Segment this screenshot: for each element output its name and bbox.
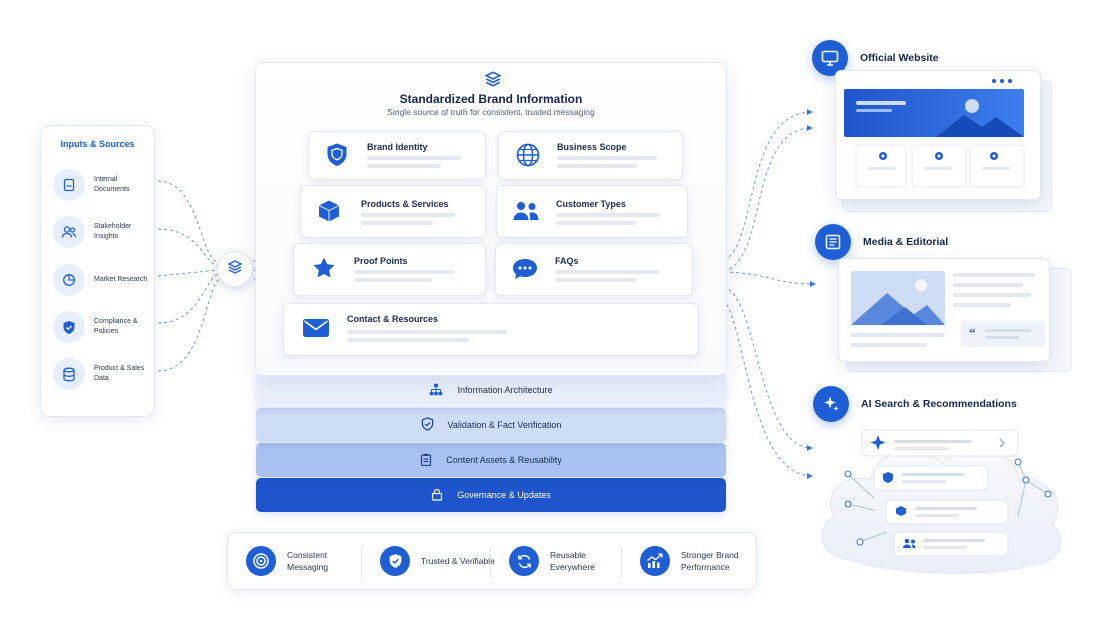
benefit-trusted-verifiable: Trusted & Verifiable	[380, 546, 496, 576]
benefits-bar: Consistent Messaging Trusted & Verifiabl…	[227, 532, 757, 590]
sparkle-icon	[813, 386, 849, 422]
tile-line	[556, 221, 636, 225]
lock-icon	[431, 488, 443, 503]
shield-check-icon	[421, 417, 434, 433]
tile-line	[361, 221, 433, 225]
database-icon	[53, 358, 85, 390]
input-item-market-research: Market Research	[53, 264, 154, 296]
tile-line	[557, 164, 637, 168]
tile-line	[555, 278, 637, 282]
divider	[490, 546, 491, 578]
input-item-internal-documents: Internal Documents	[53, 169, 154, 201]
layer-label: Content Assets & Reusability	[446, 455, 562, 465]
users-icon	[512, 200, 540, 227]
inputs-panel: Inputs & Sources Internal Documents Stak…	[40, 125, 155, 417]
layer-label: Information Architecture	[457, 385, 553, 395]
layer-label: Validation & Fact Verification	[447, 420, 562, 430]
input-label: Internal Documents	[94, 176, 130, 193]
tile-line	[347, 338, 469, 342]
benefit-consistent-messaging: Consistent Messaging	[246, 546, 362, 576]
layers-icon	[484, 70, 502, 93]
tile-business-scope: Business Scope	[498, 131, 683, 180]
tile-line	[347, 330, 507, 334]
users-icon	[53, 216, 85, 248]
input-label: Market Research	[94, 276, 148, 283]
layer-validation: Validation & Fact Verification	[256, 408, 726, 442]
tile-line	[354, 270, 454, 274]
mail-icon	[302, 318, 330, 343]
divider	[621, 546, 622, 578]
input-item-stakeholder-insights: Stakeholder Insights	[53, 216, 154, 248]
tile-title: Business Scope	[557, 142, 627, 152]
input-item-compliance-policies: Compliance & Policies	[53, 311, 154, 343]
output-label: Media & Editorial	[863, 236, 949, 248]
divider	[361, 546, 362, 578]
benefit-label: Reusable Everywhere	[550, 550, 595, 572]
hub-node	[217, 251, 253, 287]
input-label: Compliance & Policies	[94, 318, 138, 335]
shield-icon	[325, 142, 349, 173]
layers-icon	[227, 259, 243, 280]
tile-contact-resources: Contact & Resources	[283, 303, 699, 356]
layer-governance: Governance & Updates	[256, 478, 726, 512]
benefit-reusable-everywhere: Reusable Everywhere	[509, 546, 625, 576]
tile-proof-points: Proof Points	[293, 243, 486, 296]
star-icon	[312, 256, 336, 285]
tile-title: Proof Points	[354, 256, 408, 266]
layer-label: Governance & Updates	[457, 490, 551, 500]
globe-icon	[515, 142, 541, 173]
tile-line	[367, 164, 441, 168]
tile-line	[361, 213, 455, 217]
input-label: Product & Sales Data	[94, 365, 145, 382]
tile-line	[556, 213, 660, 217]
box-icon	[317, 199, 341, 228]
tile-line	[354, 278, 432, 282]
ai-cloud-graphic	[821, 429, 1062, 574]
document-icon	[53, 169, 85, 201]
output-media-editorial: Media & Editorial	[815, 224, 948, 260]
benefit-label: Stronger Brand Performance	[681, 550, 739, 572]
tile-products-services: Products & Services	[300, 185, 486, 238]
main-title: Standardized Brand Information	[399, 92, 583, 106]
inputs-title: Inputs & Sources	[60, 139, 135, 149]
benefit-label: Trusted & Verifiable	[421, 556, 495, 566]
main-subtitle: Single source of truth for consistent, t…	[387, 107, 595, 117]
standardized-brand-card: Standardized Brand Information Single so…	[255, 62, 727, 376]
tile-title: Contact & Resources	[347, 314, 439, 324]
media-mockup-graphic: “	[851, 271, 1045, 347]
clipboard-icon	[420, 453, 432, 468]
benefit-label: Consistent Messaging	[287, 550, 329, 572]
tile-brand-identity: Brand Identity	[308, 131, 486, 180]
chat-icon	[511, 257, 539, 286]
target-icon	[246, 546, 276, 576]
benefit-stronger-brand-performance: Stronger Brand Performance	[640, 546, 756, 576]
tile-line	[367, 156, 461, 160]
tile-title: Brand Identity	[367, 142, 428, 152]
tile-title: FAQs	[555, 256, 579, 266]
output-ai-search: AI Search & Recommendations	[813, 386, 1017, 422]
website-mockup-graphic	[844, 79, 1025, 188]
media-mockup: “	[838, 258, 1050, 362]
output-label: AI Search & Recommendations	[861, 398, 1017, 410]
input-label: Stakeholder Insights	[94, 223, 132, 240]
tile-line	[555, 270, 659, 274]
pie-chart-icon	[53, 264, 85, 296]
tile-faqs: FAQs	[495, 243, 693, 296]
input-item-product-sales-data: Product & Sales Data	[53, 358, 154, 390]
hierarchy-icon	[429, 383, 443, 398]
tile-title: Products & Services	[361, 199, 449, 209]
website-mockup	[835, 70, 1041, 200]
shield-check-icon	[380, 546, 410, 576]
refresh-icon	[509, 546, 539, 576]
svg-text:“: “	[969, 325, 976, 340]
layer-information-architecture: Information Architecture	[256, 373, 726, 407]
layer-content-assets: Content Assets & Reusability	[256, 443, 726, 477]
newspaper-icon	[815, 224, 851, 260]
output-label: Official Website	[860, 52, 939, 64]
trend-chart-icon	[640, 546, 670, 576]
tile-line	[557, 156, 657, 160]
shield-check-icon	[53, 311, 85, 343]
tile-customer-types: Customer Types	[496, 185, 688, 238]
tile-title: Customer Types	[556, 199, 626, 209]
